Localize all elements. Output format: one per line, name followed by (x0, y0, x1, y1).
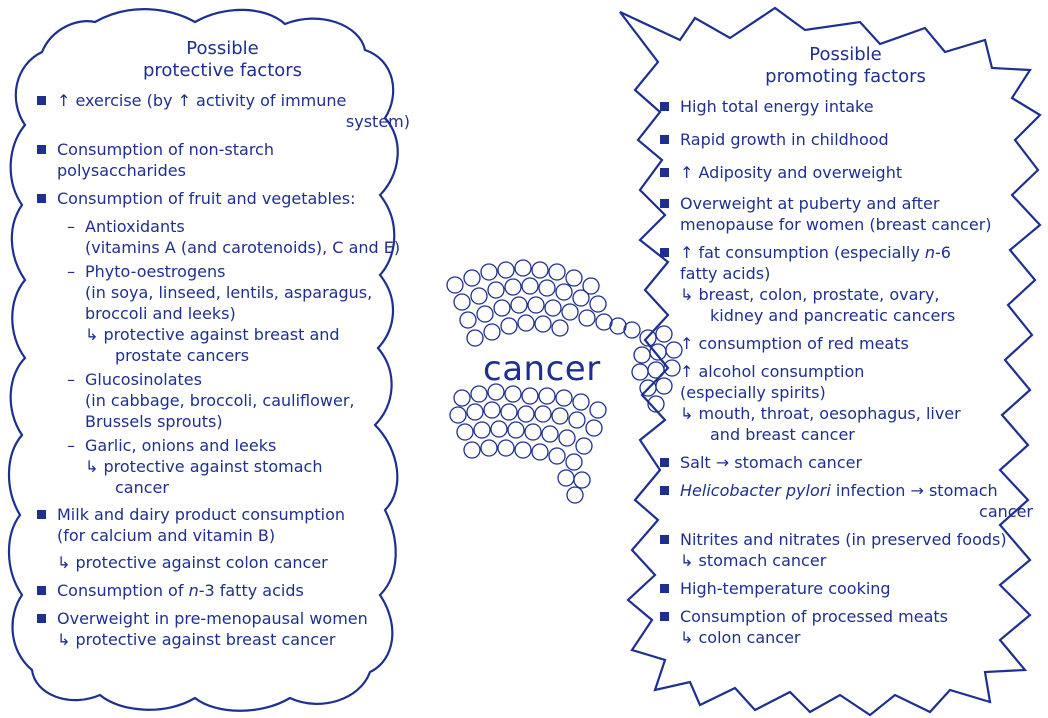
fat-line4: kidney and pancreatic cancers (710, 306, 956, 325)
helicobacter-text: infection → stomach (830, 481, 998, 500)
cell-cluster-bottom (449, 383, 607, 504)
phyto-line3: broccoli and leeks) (85, 304, 236, 323)
phyto-consequence: ↳ protective against breast and prostate… (85, 324, 410, 366)
phyto-line1: Phyto-oestrogens (85, 262, 226, 281)
promoting-starburst-outline (619, 6, 1042, 717)
antioxidants-subitem: Antioxidants (vitamins A (and carotenoid… (35, 216, 410, 258)
garlic-line3: cancer (115, 478, 169, 497)
helicobacter-line2: cancer (979, 502, 1033, 521)
antioxidants-line1: Antioxidants (85, 217, 185, 236)
cell-cluster-right (631, 325, 683, 413)
puberty-item: Overweight at puberty and after menopaus… (658, 193, 1033, 235)
fat-line3: ↳ breast, colon, prostate, ovary, (680, 285, 940, 304)
alcohol-line2: (especially spirits) (680, 383, 826, 402)
growth-line: Rapid growth in childhood (680, 130, 889, 149)
puberty-line2: menopause for women (breast cancer) (680, 215, 992, 234)
glucosinolates-line2: (in cabbage, broccoli, cauliflower, (85, 391, 355, 410)
promoting-title: Possible promoting factors (658, 44, 1033, 88)
promoting-factors-panel: Possible promoting factors High total en… (658, 44, 1033, 655)
cell-cluster-top (446, 259, 641, 347)
fat-item: ↑ fat consumption (especially n-6 fatty … (658, 242, 1033, 326)
cell-cluster-illustration (446, 259, 683, 504)
nsp-line2: polysaccharides (57, 161, 186, 180)
glucosinolates-line1: Glucosinolates (85, 370, 202, 389)
milk-line1: Milk and dairy product consumption (57, 505, 345, 524)
phyto-line2: (in soya, linseed, lentils, asparagus, (85, 283, 373, 302)
high-temp-item: High-temperature cooking (658, 578, 1033, 599)
nsp-item: Consumption of non-starch polysaccharide… (35, 139, 410, 181)
alcohol-item: ↑ alcohol consumption (especially spirit… (658, 361, 1033, 445)
fat-text-a: ↑ fat consumption (especially (680, 243, 925, 262)
exercise-line2: system) (345, 112, 410, 131)
adiposity-line: ↑ Adiposity and overweight (680, 163, 903, 182)
nitrites-line2: ↳ stomach cancer (680, 551, 827, 570)
n3-item: Consumption of n-3 fatty acids (35, 580, 410, 601)
antioxidants-line2: (vitamins A (and carotenoids), C and E) (85, 238, 401, 257)
salt-item: Salt → stomach cancer (658, 452, 1033, 473)
growth-item: Rapid growth in childhood (658, 129, 1033, 150)
fat-text-b: -6 (935, 243, 951, 262)
energy-line: High total energy intake (680, 97, 874, 116)
fat-line2: fatty acids) (680, 264, 771, 283)
phyto-consequence-line1: ↳ protective against breast and (85, 325, 340, 344)
fat-line1: ↑ fat consumption (especially n-6 (680, 242, 1033, 263)
milk-line2: (for calcium and vitamin B) (57, 526, 276, 545)
premenopausal-line2: ↳ protective against breast cancer (57, 630, 336, 649)
premenopausal-line1: Overweight in pre-menopausal women (57, 609, 368, 628)
garlic-subitem: Garlic, onions and leeks ↳ protective ag… (35, 435, 410, 498)
high-temp-line: High-temperature cooking (680, 579, 891, 598)
premenopausal-item: Overweight in pre-menopausal women ↳ pro… (35, 608, 410, 650)
phyto-subitem: Phyto-oestrogens (in soya, linseed, lent… (35, 261, 410, 366)
protective-cloud-outline (7, 8, 399, 712)
protective-title: Possible protective factors (35, 38, 410, 82)
glucosinolates-subitem: Glucosinolates (in cabbage, broccoli, ca… (35, 369, 410, 432)
glucosinolates-line3: Brussels sprouts) (85, 412, 223, 431)
nsp-line1: Consumption of non-starch (57, 140, 274, 159)
puberty-line1: Overweight at puberty and after (680, 194, 940, 213)
alcohol-line1: ↑ alcohol consumption (680, 362, 865, 381)
helicobacter-item: Helicobacter pylori infection → stomach … (658, 480, 1033, 522)
adiposity-item: ↑ Adiposity and overweight (658, 162, 1033, 183)
exercise-item: ↑ exercise (by ↑ activity of immune syst… (35, 90, 410, 132)
phyto-consequence-line2: prostate cancers (115, 346, 250, 365)
red-meat-line: ↑ consumption of red meats (680, 334, 909, 353)
nitrites-item: Nitrites and nitrates (in preserved food… (658, 529, 1033, 571)
red-meat-item: ↑ consumption of red meats (658, 333, 1033, 354)
garlic-line2: ↳ protective against stomach (85, 457, 323, 476)
nitrites-line1: Nitrites and nitrates (in preserved food… (680, 530, 1007, 549)
processed-meat-line2: ↳ colon cancer (680, 628, 801, 647)
milk-line3: ↳ protective against colon cancer (57, 553, 328, 572)
protective-factors-panel: Possible protective factors ↑ exercise (… (35, 38, 410, 657)
n3-text-a: Consumption of (57, 581, 189, 600)
fat-text-n: n (924, 243, 936, 262)
protective-title-line2: protective factors (142, 60, 303, 81)
processed-meat-line1: Consumption of processed meats (680, 607, 948, 626)
fruit-veg-item: Consumption of fruit and vegetables: (35, 188, 410, 209)
n3-text-n: n (188, 581, 199, 600)
milk-item: Milk and dairy product consumption (for … (35, 504, 410, 573)
salt-line: Salt → stomach cancer (680, 453, 863, 472)
promoting-title-line1: Possible (809, 44, 882, 65)
processed-meat-item: Consumption of processed meats ↳ colon c… (658, 606, 1033, 648)
cancer-label: cancer (483, 349, 601, 389)
helicobacter-name: Helicobacter pylori (680, 481, 831, 500)
alcohol-line3: ↳ mouth, throat, oesophagus, liver (680, 404, 961, 423)
protective-title-line1: Possible (186, 38, 259, 59)
helicobacter-line1: Helicobacter pylori infection → stomach (680, 480, 1033, 501)
alcohol-line4: and breast cancer (710, 425, 855, 444)
energy-item: High total energy intake (658, 96, 1033, 117)
n3-text-b: -3 fatty acids (198, 581, 304, 600)
garlic-line1: Garlic, onions and leeks (85, 436, 277, 455)
fruit-veg-line: Consumption of fruit and vegetables: (57, 189, 356, 208)
exercise-line1: ↑ exercise (by ↑ activity of immune (57, 91, 347, 110)
promoting-title-line2: promoting factors (765, 66, 926, 87)
